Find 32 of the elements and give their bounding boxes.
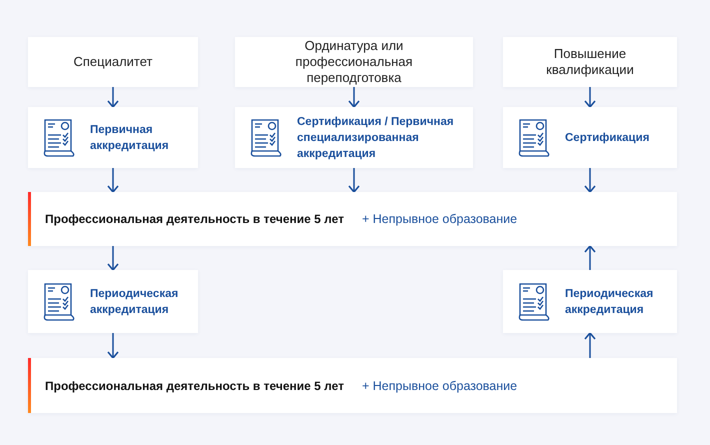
accreditation-box <box>503 107 677 168</box>
accreditation-label: Сертификация <box>565 130 650 146</box>
stage-box <box>28 37 198 87</box>
arrow <box>584 87 596 108</box>
accreditation-box <box>503 270 677 333</box>
arrow <box>107 246 119 271</box>
arrow <box>348 87 360 108</box>
activity-text: Профессиональная деятельность в течение 5 лет <box>45 378 344 392</box>
accreditation-box <box>28 107 198 168</box>
accreditation-label: Первичная аккредитация <box>90 122 170 154</box>
arrow <box>107 333 119 359</box>
education-note: + Непрывное образование <box>362 378 518 392</box>
activity-band <box>28 358 677 413</box>
activity-band <box>28 192 677 246</box>
accreditation-box <box>235 107 473 168</box>
arrow <box>584 332 596 358</box>
activity-text: Профессиональная деятельность в течение 5 лет <box>45 212 344 226</box>
stage-label: Ординатура или профессиональная переподготовка <box>294 38 414 86</box>
arrow <box>107 168 119 193</box>
accreditation-label: Сертификация / Первичная специализированная аккредитация <box>297 114 455 162</box>
stage-label: Повышение квалификации <box>545 46 635 78</box>
accreditation-box <box>28 270 198 333</box>
arrow <box>107 87 119 108</box>
accreditation-label: Периодическая аккредитация <box>90 286 180 318</box>
accreditation-label: Периодическая аккредитация <box>565 286 654 318</box>
stage-box <box>235 37 473 87</box>
arrow <box>348 168 360 193</box>
arrow <box>584 245 596 270</box>
education-note: + Непрывное образование <box>362 212 518 226</box>
stage-label: Специалитет <box>73 54 152 70</box>
stage-box <box>503 37 677 87</box>
arrow <box>584 168 596 193</box>
